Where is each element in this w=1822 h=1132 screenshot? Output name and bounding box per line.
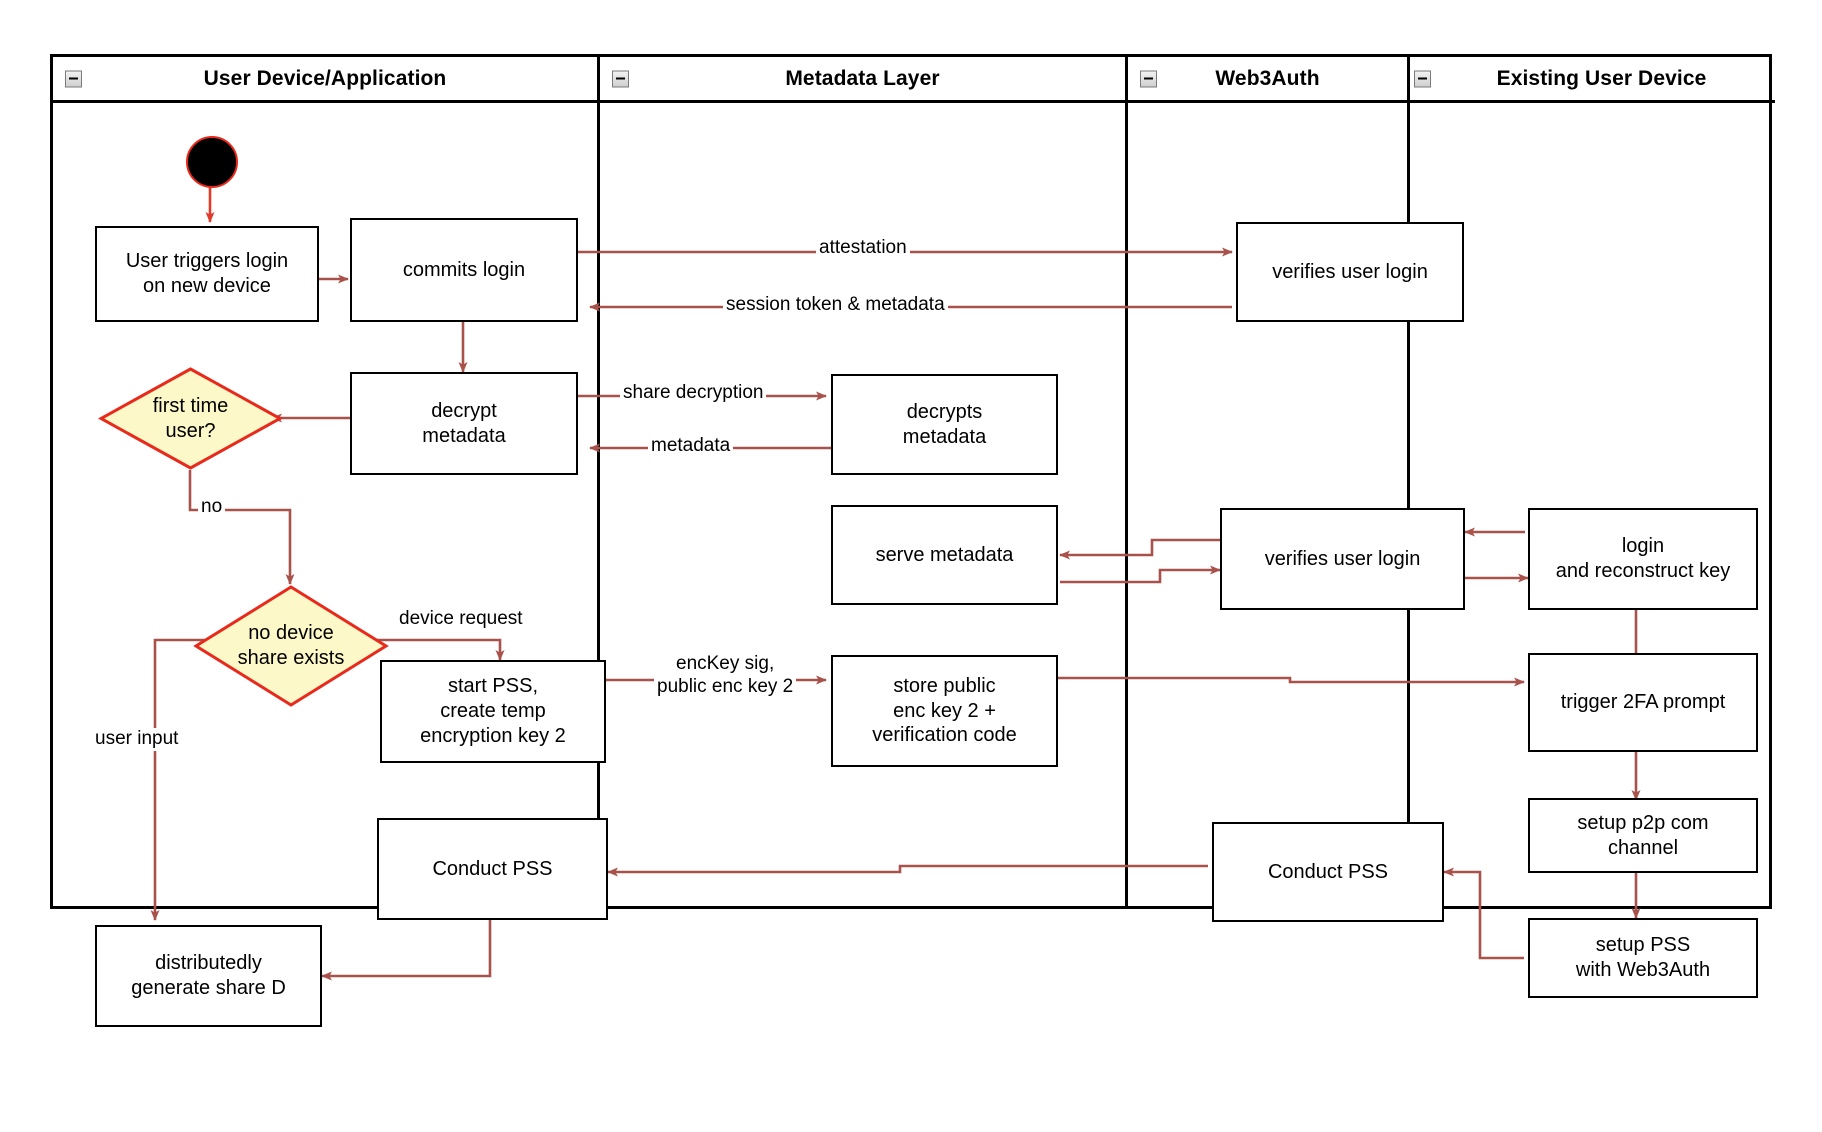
edge-label-attestation: attestation — [816, 237, 910, 260]
swimlane-title-web3auth: Web3Auth — [1215, 66, 1320, 90]
node-label: Conduct PSS — [1267, 860, 1389, 883]
edge-label-enckey-sig: encKey sig, public enc key 2 — [654, 652, 797, 699]
node-label: no device share exists — [237, 622, 345, 669]
node-label: login and reconstruct key — [1555, 535, 1731, 582]
swimlane-existing-user-device: Existing User Device — [1410, 57, 1775, 906]
swimlane-header-existing-user-device: Existing User Device — [1410, 57, 1775, 103]
node-trigger-2fa-prompt[interactable]: trigger 2FA prompt — [1528, 653, 1758, 752]
node-label: distributedly generate share D — [131, 952, 286, 999]
node-label: decrypt metadata — [422, 399, 506, 447]
node-label: verifies user login — [1272, 260, 1428, 283]
node-conduct-pss-web3auth[interactable]: Conduct PSS — [1212, 822, 1444, 922]
decision-shape — [98, 367, 283, 470]
swimlane-metadata-layer: Metadata Layer — [600, 57, 1128, 906]
node-setup-p2p-com-channel[interactable]: setup p2p com channel — [1528, 798, 1758, 873]
node-label: verifies user login — [1264, 547, 1421, 570]
node-label: User triggers login on new device — [125, 250, 289, 297]
minus-icon[interactable] — [1140, 70, 1157, 87]
node-label: start PSS, create temp encryption key 2 — [420, 675, 566, 747]
node-distributedly-generate-share-d[interactable]: distributedly generate share D — [95, 925, 322, 1027]
edge-label-session-token: session token & metadata — [723, 294, 948, 317]
node-label: Conduct PSS — [432, 857, 553, 880]
node-verifies-user-login-1[interactable]: verifies user login — [1236, 222, 1464, 322]
node-decrypts-metadata[interactable]: decrypts metadata — [831, 374, 1058, 475]
swimlane-web3auth: Web3Auth — [1128, 57, 1410, 906]
node-start-pss[interactable]: start PSS, create temp encryption key 2 — [380, 660, 606, 763]
swimlane-title-existing-user-device: Existing User Device — [1496, 66, 1707, 90]
node-label: serve metadata — [875, 543, 1014, 566]
node-label: setup PSS with Web3Auth — [1575, 934, 1711, 981]
node-label: store public enc key 2 + verification co… — [872, 674, 1017, 747]
node-login-reconstruct-key[interactable]: login and reconstruct key — [1528, 508, 1758, 610]
node-user-triggers-login[interactable]: User triggers login on new device — [95, 226, 319, 322]
edge-label-line-2: public enc key 2 — [657, 676, 794, 698]
edge-label-metadata: metadata — [648, 435, 734, 458]
node-serve-metadata[interactable]: serve metadata — [831, 505, 1058, 605]
node-label: decrypts metadata — [902, 400, 987, 448]
edge-label-user-input: user input — [92, 728, 182, 751]
swimlane-header-metadata-layer: Metadata Layer — [600, 57, 1125, 103]
minus-icon[interactable] — [612, 70, 629, 87]
swimlane-title-user-device: User Device/Application — [203, 66, 447, 90]
node-label: first time user? — [152, 394, 229, 442]
swimlane-title-metadata-layer: Metadata Layer — [785, 66, 940, 90]
node-decrypt-metadata[interactable]: decrypt metadata — [350, 372, 578, 475]
node-first-time-user[interactable]: first time user? — [98, 366, 283, 471]
node-label: commits login — [402, 258, 526, 281]
node-conduct-pss-user[interactable]: Conduct PSS — [377, 818, 608, 920]
node-no-device-share-exists[interactable]: no device share exists — [193, 584, 389, 708]
minus-icon[interactable] — [1414, 70, 1431, 87]
edge-label-line-1: encKey sig, — [676, 653, 775, 674]
node-label: trigger 2FA prompt — [1560, 691, 1726, 714]
edge-label-device-request: device request — [396, 608, 526, 631]
node-store-public-enc-key[interactable]: store public enc key 2 + verification co… — [831, 655, 1058, 767]
swimlane-frame: User Device/Application Metadata Layer W… — [50, 54, 1775, 909]
swimlane-header-user-device: User Device/Application — [53, 57, 597, 103]
node-label: setup p2p com channel — [1577, 811, 1709, 859]
swimlane-header-web3auth: Web3Auth — [1128, 57, 1407, 103]
start-node — [186, 136, 238, 188]
minus-icon[interactable] — [65, 70, 82, 87]
node-setup-pss-with-web3auth[interactable]: setup PSS with Web3Auth — [1528, 918, 1758, 998]
node-commits-login[interactable]: commits login — [350, 218, 578, 322]
swimlane-user-device: User Device/Application — [53, 57, 600, 906]
node-verifies-user-login-2[interactable]: verifies user login — [1220, 508, 1465, 610]
edge-label-share-decryption: share decryption — [620, 382, 767, 405]
decision-shape — [193, 585, 389, 707]
edge-label-no: no — [198, 496, 226, 519]
